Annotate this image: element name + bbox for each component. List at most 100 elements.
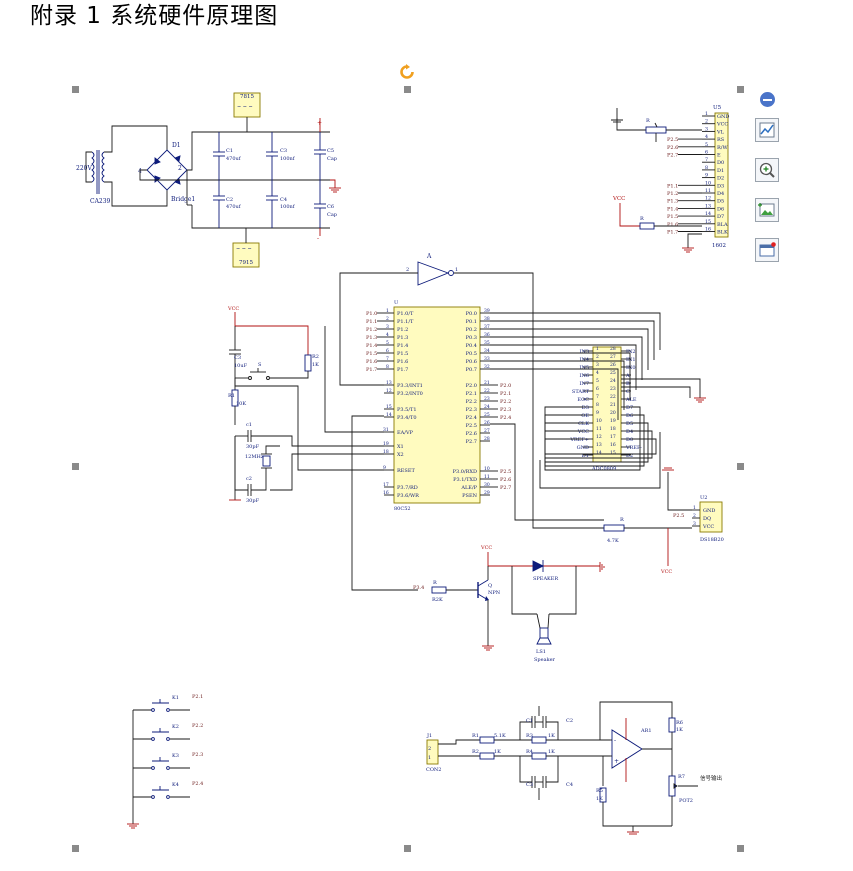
lcd-pin-label: VCC [716, 122, 728, 128]
mcu-pin-label: P1.3 [397, 335, 408, 341]
selection-handle[interactable] [737, 463, 744, 470]
key-net-label: P2.1 [192, 694, 203, 700]
key-label: K4 [172, 782, 179, 788]
mcu-net-label: P1.0 [366, 311, 377, 317]
svg-text:S: S [258, 362, 262, 368]
adc-pin-number: 4 [596, 370, 599, 376]
mcu-pin-label: P1.4 [397, 343, 408, 349]
transformer-label: 220V [76, 165, 92, 172]
mcu-net-label: P1.2 [366, 327, 377, 333]
data-bus-line [490, 352, 631, 400]
svg-text:12MHz: 12MHz [245, 454, 264, 460]
lcd-net-label: P1.2 [667, 191, 678, 197]
mcu-pin-label: P0.3 [466, 335, 477, 341]
selection-handle[interactable] [404, 86, 411, 93]
mcu-pin-label: P3.0/RXD [453, 469, 477, 475]
adc-pin-number: 5 [596, 378, 599, 384]
data-bus-line [490, 344, 637, 390]
data-bus-line [490, 320, 655, 360]
mcu-pin-label: P3.3/INT1 [397, 383, 423, 389]
selection-handle[interactable] [404, 845, 411, 852]
mcu-pin-number: 3 [386, 324, 389, 330]
svg-text:1K: 1K [548, 733, 555, 739]
data-bus-line [490, 336, 643, 380]
lcd-pin-number: 15 [705, 219, 711, 225]
svg-text:C3: C3 [526, 782, 533, 788]
mcu-net-label: P2.5 [500, 469, 511, 475]
selection-handle[interactable] [72, 86, 79, 93]
mcu-pin-label: P2.2 [466, 399, 477, 405]
svg-text:R3: R3 [526, 733, 533, 739]
ds18b20-pin-number: 2 [693, 513, 696, 519]
adc-pin-label: D4 [626, 429, 633, 435]
mcu-pin-number: 29 [484, 490, 490, 496]
mcu-pin-label: RESET [397, 468, 415, 474]
mcu-pin-label: P1.2 [397, 327, 408, 333]
svg-text:1K: 1K [596, 796, 603, 802]
svg-text:P2.5: P2.5 [673, 513, 684, 519]
selection-handle[interactable] [737, 845, 744, 852]
svg-text:DS18B20: DS18B20 [700, 537, 724, 543]
mcu-pin-label: P2.0 [466, 383, 477, 389]
adc-pin-label: IN0 [626, 365, 636, 371]
adc-pin-label: CLK [578, 421, 589, 427]
mcu-pin-number: 2 [386, 316, 389, 322]
key-contact [151, 766, 155, 770]
svg-text:R1: R1 [228, 393, 235, 399]
mcu-pin-number: 17 [383, 482, 389, 488]
svg-text:10uF: 10uF [234, 363, 248, 369]
mcu-pin-number: 28 [484, 436, 490, 442]
lcd-net-label: P1.6 [667, 222, 678, 228]
mcu-pin-label: ALE/P [460, 485, 477, 491]
adc-pin-number: 24 [610, 378, 616, 384]
svg-text:30pF: 30pF [246, 498, 260, 504]
collapse-icon[interactable] [760, 92, 775, 107]
adc-pin-number: 19 [610, 418, 616, 424]
selection-handle[interactable] [72, 845, 79, 852]
lcd-net-label: P1.3 [667, 199, 678, 205]
svg-text:R7: R7 [678, 774, 685, 780]
selection-handle[interactable] [737, 86, 744, 93]
image-icon[interactable] [755, 198, 779, 222]
mcu-pin-label: P2.5 [466, 423, 477, 429]
mcu-pin-number: 4 [386, 332, 389, 338]
adc-pin-label: IN2 [626, 349, 636, 355]
key-contact [166, 795, 170, 799]
adc-pin-label: D3 [582, 405, 589, 411]
adc-pin-number: 14 [596, 450, 602, 456]
mcu-net-label: P1.1 [366, 319, 377, 325]
mcu-pin-number: 30 [484, 482, 490, 488]
rotate-icon[interactable] [399, 64, 415, 80]
mcu-net-label: P1.3 [366, 335, 377, 341]
mcu-pin-number: 15 [386, 404, 392, 410]
key-contact [166, 766, 170, 770]
ds18b20-pin-number: 1 [693, 505, 696, 511]
mcu-pin-number: 1 [386, 308, 389, 314]
zoom-in-icon[interactable] [755, 158, 779, 182]
lcd-pin-label: D1 [717, 168, 724, 174]
svg-text:30pF: 30pF [246, 444, 260, 450]
svg-text:VCC: VCC [227, 306, 239, 312]
mcu-net-label: P1.7 [366, 367, 377, 373]
adc-pin-label: IN3 [579, 349, 589, 355]
lcd-pin-label: D4 [717, 191, 724, 197]
mcu-pin-number: 7 [386, 356, 389, 362]
chart-icon[interactable] [755, 118, 779, 142]
mcu-pin-number: 23 [484, 396, 490, 402]
data-bus-line [544, 430, 653, 459]
adc-pin-label: C [626, 389, 630, 395]
svg-text:1: 1 [428, 755, 431, 761]
lcd-pin-label: BLK [717, 230, 728, 236]
mcu-pin-label: X2 [397, 452, 404, 458]
adc-pin-label: A [625, 373, 630, 379]
mcu-net-label: P2.0 [500, 383, 511, 389]
selection-handle[interactable] [72, 463, 79, 470]
window-icon[interactable] [755, 238, 779, 262]
adc-pin-label: GND [577, 445, 589, 451]
svg-text:C2: C2 [566, 718, 573, 724]
lcd-net-label: P1.5 [667, 214, 678, 220]
svg-text:c1: c1 [246, 422, 252, 428]
mcu-net-label: P2.6 [500, 477, 511, 483]
adc-pin-number: 7 [596, 394, 599, 400]
